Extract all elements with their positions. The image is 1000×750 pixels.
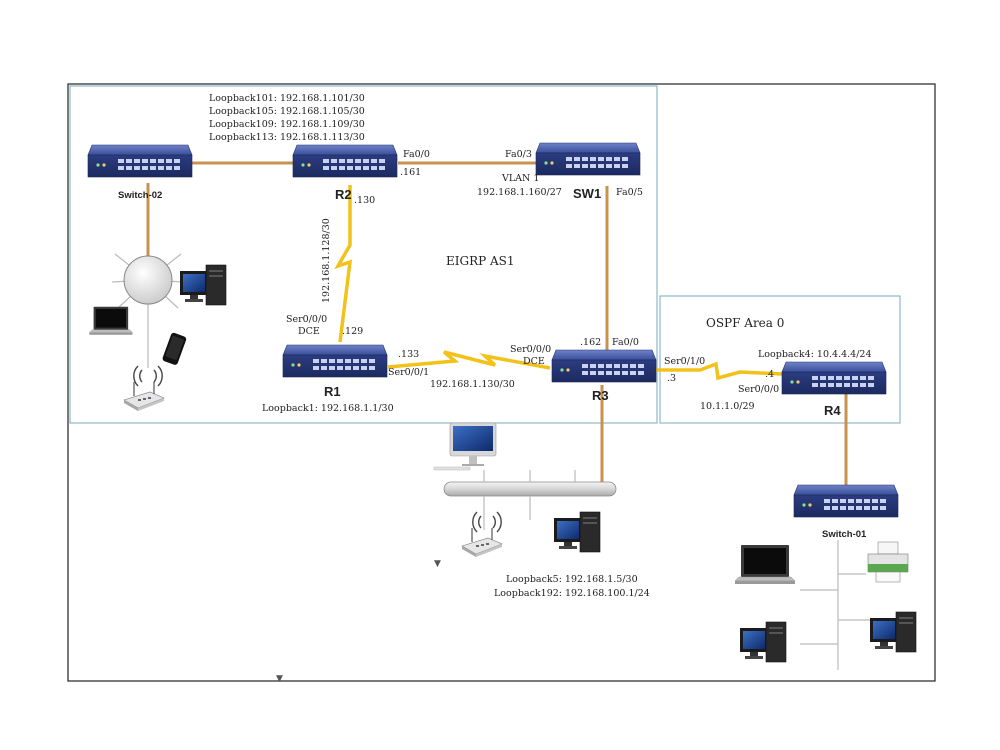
laptop-icon-switch01 [734, 544, 796, 585]
r2-loopbacks: Loopback101: 192.168.1.101/30 Loopback10… [209, 93, 365, 143]
hub-cluster [88, 253, 227, 412]
switch-01 [793, 484, 899, 518]
desktop-icon-switch01-b [869, 611, 917, 653]
monitor-icon [433, 422, 497, 471]
switch-02 [87, 144, 193, 178]
ethernet-links [146, 161, 848, 486]
r2-161-label: .161 [400, 167, 421, 178]
ospf-area-box [659, 295, 901, 424]
r4-ser000-label: Ser0/0/0 [738, 384, 779, 395]
svg-text:Loopback113: 192.168.1.113/30: Loopback113: 192.168.1.113/30 [209, 132, 365, 143]
r1-r3-network-label: 192.168.1.130/30 [430, 379, 515, 390]
router-r2 [292, 144, 398, 178]
sw1-label: SW1 [573, 186, 601, 201]
desktop-icon-r3 [553, 511, 601, 553]
desktop-icon-switch01-a [739, 621, 787, 663]
r4-loopback-label: Loopback4: 10.4.4.4/24 [758, 349, 872, 360]
r2-fa00-label: Fa0/0 [403, 149, 430, 160]
r3-162-label: .162 [580, 337, 601, 348]
r4-4-label: .4 [765, 369, 774, 380]
outer-frame [67, 83, 936, 682]
wireless-ap-icon [123, 381, 165, 412]
eigrp-area-box [69, 85, 658, 424]
router-r1 [282, 344, 388, 378]
r3-ser000-label: Ser0/0/0 [510, 344, 551, 355]
svg-text:Loopback5: 192.168.1.5/30: Loopback5: 192.168.1.5/30 [506, 574, 638, 585]
r2-label: R2 [335, 187, 352, 202]
smartphone-icon [162, 332, 187, 365]
r2-r1-network-label: 192.168.1.128/30 [321, 218, 332, 303]
eigrp-area-label: EIGRP AS1 [446, 254, 515, 268]
r1-ser000-label: Ser0/0/0 [286, 314, 327, 325]
r1-label: R1 [324, 384, 341, 399]
r3-3-label: .3 [667, 373, 676, 384]
r2-130-label: .130 [354, 195, 375, 206]
switch-02-label: Switch-02 [118, 190, 162, 201]
svg-text:Loopback105: 192.168.1.105/30: Loopback105: 192.168.1.105/30 [209, 106, 365, 117]
r3-dce-label: DCE [523, 356, 545, 367]
sw1-fa05-label: Fa0/5 [616, 187, 643, 198]
sw1-vlan-label: VLAN 1 [501, 173, 539, 184]
switch-sw1 [535, 142, 641, 176]
r1-dce-label: DCE [298, 326, 320, 337]
r3-fa00-label: Fa0/0 [612, 337, 639, 348]
r4-label: R4 [824, 403, 841, 418]
printer-icon [867, 541, 909, 583]
laptop-icon [88, 306, 133, 336]
svg-text:Loopback109: 192.168.1.109/30: Loopback109: 192.168.1.109/30 [209, 119, 365, 130]
r3-r4-network-label: 10.1.1.0/29 [700, 401, 755, 412]
r3-ser010-label: Ser0/1/0 [664, 356, 705, 367]
router-r3 [551, 349, 657, 383]
ospf-area-label: OSPF Area 0 [706, 316, 784, 330]
hub-icon [123, 255, 173, 305]
r3-label: R3 [592, 388, 609, 403]
wireless-ap-icon-r3 [461, 527, 503, 558]
r3-lan-bus [433, 422, 617, 558]
small-arrow-marker: ▼ [434, 559, 441, 569]
r1-129-label: .129 [342, 326, 363, 337]
svg-text:Loopback192: 192.168.100.1/24: Loopback192: 192.168.100.1/24 [494, 588, 650, 599]
sw1-vlan-ip-label: 192.168.1.160/27 [477, 187, 562, 198]
switch-01-lan [800, 540, 872, 670]
r1-133-label: .133 [398, 349, 419, 360]
router-r4 [781, 361, 887, 395]
svg-text:Loopback101: 192.168.1.101/30: Loopback101: 192.168.1.101/30 [209, 93, 365, 104]
serial-links [334, 185, 783, 381]
r1-loopback-label: Loopback1: 192.168.1.1/30 [262, 403, 394, 414]
switch-01-label: Switch-01 [822, 529, 867, 540]
r1-ser001-label: Ser0/0/1 [388, 367, 429, 378]
r3-loopbacks: Loopback5: 192.168.1.5/30 Loopback192: 1… [494, 574, 650, 599]
sw1-fa03-label: Fa0/3 [505, 149, 532, 160]
desktop-icon [179, 264, 227, 306]
small-arrow-marker-bottom: ▼ [276, 674, 283, 684]
